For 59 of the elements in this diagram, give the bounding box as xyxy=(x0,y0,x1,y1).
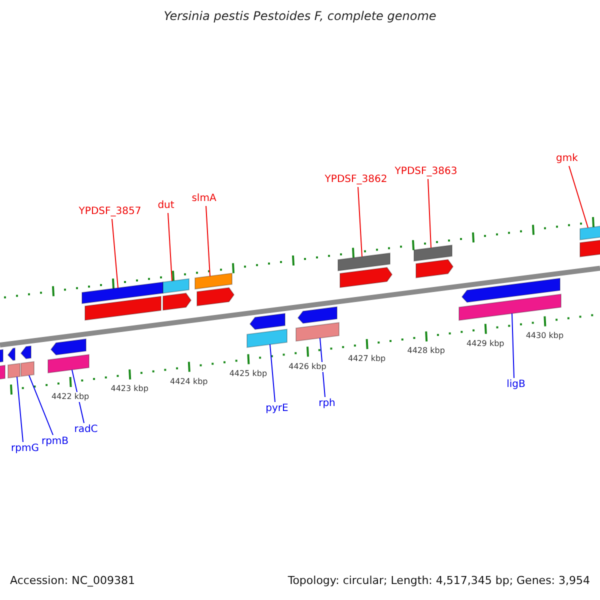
scale-label: 4426 kbp xyxy=(288,362,326,372)
gene-bar xyxy=(162,278,190,294)
gene-label: gmk xyxy=(556,153,578,165)
gene-label: YPDSF_3863 xyxy=(394,166,458,178)
gene-pointer-bar xyxy=(416,259,454,278)
gene-pointer-bar xyxy=(50,338,86,356)
gene-bar xyxy=(82,282,164,304)
leader-line xyxy=(28,374,54,436)
scale-label: 4429 kbp xyxy=(466,338,504,349)
gene-pointer-bar xyxy=(297,306,338,324)
gene-label: slmA xyxy=(192,193,216,205)
leader-line xyxy=(16,376,24,442)
scale-label: 4422 kbp xyxy=(51,392,90,402)
gene-label: ligB xyxy=(506,379,526,391)
leader-line xyxy=(112,218,118,288)
gene-pointer-bar xyxy=(249,312,286,330)
gene-label: dut xyxy=(158,200,174,212)
scale-label: 4423 kbp xyxy=(110,384,148,394)
gene-bar xyxy=(246,328,288,348)
gene-bar xyxy=(580,225,600,240)
gene-pointer-bar xyxy=(461,278,560,303)
gene-bar xyxy=(20,361,34,377)
gene-bar xyxy=(338,252,390,272)
gene-label: radC xyxy=(74,424,98,436)
scale-label: 4428 kbp xyxy=(407,346,445,356)
gene-pointer-bar xyxy=(162,292,192,311)
leader-line xyxy=(358,186,362,258)
gene-pointer-bar xyxy=(0,349,4,363)
gene-label: YPDSF_3862 xyxy=(324,174,388,186)
gene-bar xyxy=(296,322,340,342)
scale-label: 4425 kbp xyxy=(229,369,268,380)
gene-bar xyxy=(8,362,20,379)
gene-label: rph xyxy=(318,398,336,410)
scale-label: 4427 kbp xyxy=(348,354,386,364)
footer-text: Accession: NC_009381 xyxy=(10,575,136,587)
leader-line xyxy=(512,312,514,378)
gene-bar xyxy=(458,294,562,321)
leader-line xyxy=(568,166,588,228)
leader-line xyxy=(270,344,276,402)
gene-bar xyxy=(580,239,600,258)
gene-pointer-bar xyxy=(20,345,32,360)
title: Yersinia pestis Pestoides F, complete genome xyxy=(162,10,438,22)
gene-pointer-bar xyxy=(7,348,16,361)
gene-bar xyxy=(194,272,232,290)
scale-label: 4424 kbp xyxy=(170,376,208,387)
leader-line xyxy=(206,206,210,277)
scale-label: 4430 kbp xyxy=(526,331,564,342)
gene-bar xyxy=(0,364,6,380)
gene-pointer-bar xyxy=(340,266,393,288)
gene-label: rpmG xyxy=(11,443,39,455)
gene-label: YPDSF_3857 xyxy=(78,206,142,218)
gene-label: pyrE xyxy=(266,403,288,415)
footer-text: Topology: circular; Length: 4,517,345 bp; Genes: 3,954 xyxy=(288,575,590,587)
gene-bar xyxy=(48,354,90,374)
gene-bar xyxy=(414,244,452,262)
leader-line xyxy=(428,178,432,248)
gene-pointer-bar xyxy=(196,287,235,306)
gene-label: rpmB xyxy=(41,436,69,448)
leader-line xyxy=(168,212,172,282)
